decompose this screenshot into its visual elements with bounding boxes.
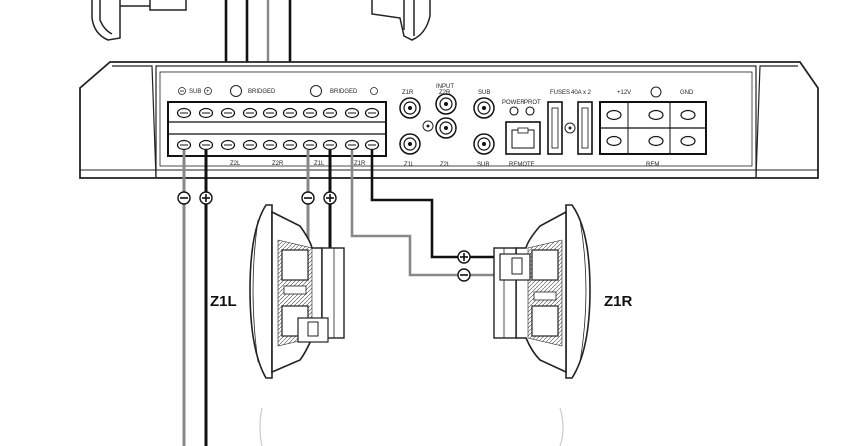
label-z2r: Z2R	[272, 161, 284, 167]
status-leds: POWER PROT	[502, 100, 541, 116]
wire-z1r-positive	[370, 150, 500, 259]
label-rem: REM	[646, 162, 659, 168]
prot-led	[525, 106, 535, 116]
rca-label-z2l: Z2L	[440, 162, 451, 168]
rca-jack-z1l	[399, 133, 421, 155]
label-z1l: Z1L	[314, 161, 325, 167]
minus-icon	[178, 87, 186, 95]
bridge-icon	[650, 86, 662, 98]
rca-label-z1l: Z1L	[404, 162, 415, 168]
speaker-bottom-ghosts	[259, 407, 564, 446]
fuses-label: FUSES	[550, 90, 570, 96]
bridge-icon	[310, 85, 322, 97]
power-terminal-block: +12V GND REM	[599, 86, 707, 168]
power-led	[509, 106, 519, 116]
input-header: INPUT	[436, 84, 454, 90]
label-z1r: Z1R	[354, 161, 366, 167]
label-sub: SUB	[189, 89, 201, 95]
svg-text:+: +	[206, 89, 210, 95]
plus-icon	[204, 87, 212, 95]
rca-label-z1r: Z1R	[402, 90, 414, 96]
terminal-labels-bottom: Z2L Z2R Z1L Z1R	[230, 161, 366, 167]
plus-icon	[370, 87, 378, 95]
rca-jack-z1r	[399, 97, 421, 119]
bridge-icon	[230, 85, 242, 97]
speaker-z1r	[493, 204, 591, 379]
bridge-icon	[564, 122, 576, 134]
rca-jack-z2l	[435, 117, 457, 139]
polarity-markers	[177, 191, 471, 282]
terminal-screws	[176, 107, 380, 151]
remote-label: REMOTE	[509, 162, 535, 168]
rca-label-z2r: Z2R	[439, 90, 451, 96]
label-gnd: GND	[680, 90, 694, 96]
fuse-rating: 40A x 2	[571, 90, 592, 96]
speaker-z1l	[249, 204, 345, 379]
bridge-icon	[422, 120, 434, 132]
rca-inputs: INPUT Z1R Z2R SUB Z1L Z2L SUB	[399, 84, 495, 168]
speaker-label-z1r: Z1R	[604, 293, 633, 310]
speaker-top-right	[371, 0, 431, 41]
speaker-label-z1l: Z1L	[210, 293, 237, 310]
rca-jack-sub-top	[473, 97, 495, 119]
rca-label-sub-bottom: SUB	[477, 162, 489, 168]
label-z2l: Z2L	[230, 161, 241, 167]
led-label-power: POWER	[502, 100, 525, 106]
rca-label-sub-top: SUB	[478, 90, 490, 96]
rca-jack-sub-bottom	[473, 133, 495, 155]
speaker-top-left	[91, 0, 187, 41]
terminal-labels-top: SUB + BRIDGED BRIDGED	[178, 85, 378, 97]
label-bridged-2: BRIDGED	[330, 89, 358, 95]
remote-port: REMOTE	[505, 121, 541, 168]
label-12v: +12V	[617, 90, 631, 96]
wire-z1r-negative	[350, 150, 500, 277]
label-bridged-1: BRIDGED	[248, 89, 276, 95]
rca-jack-z2r	[435, 93, 457, 115]
led-label-prot: PROT	[524, 100, 541, 106]
fuses: FUSES 40A x 2	[547, 90, 593, 155]
